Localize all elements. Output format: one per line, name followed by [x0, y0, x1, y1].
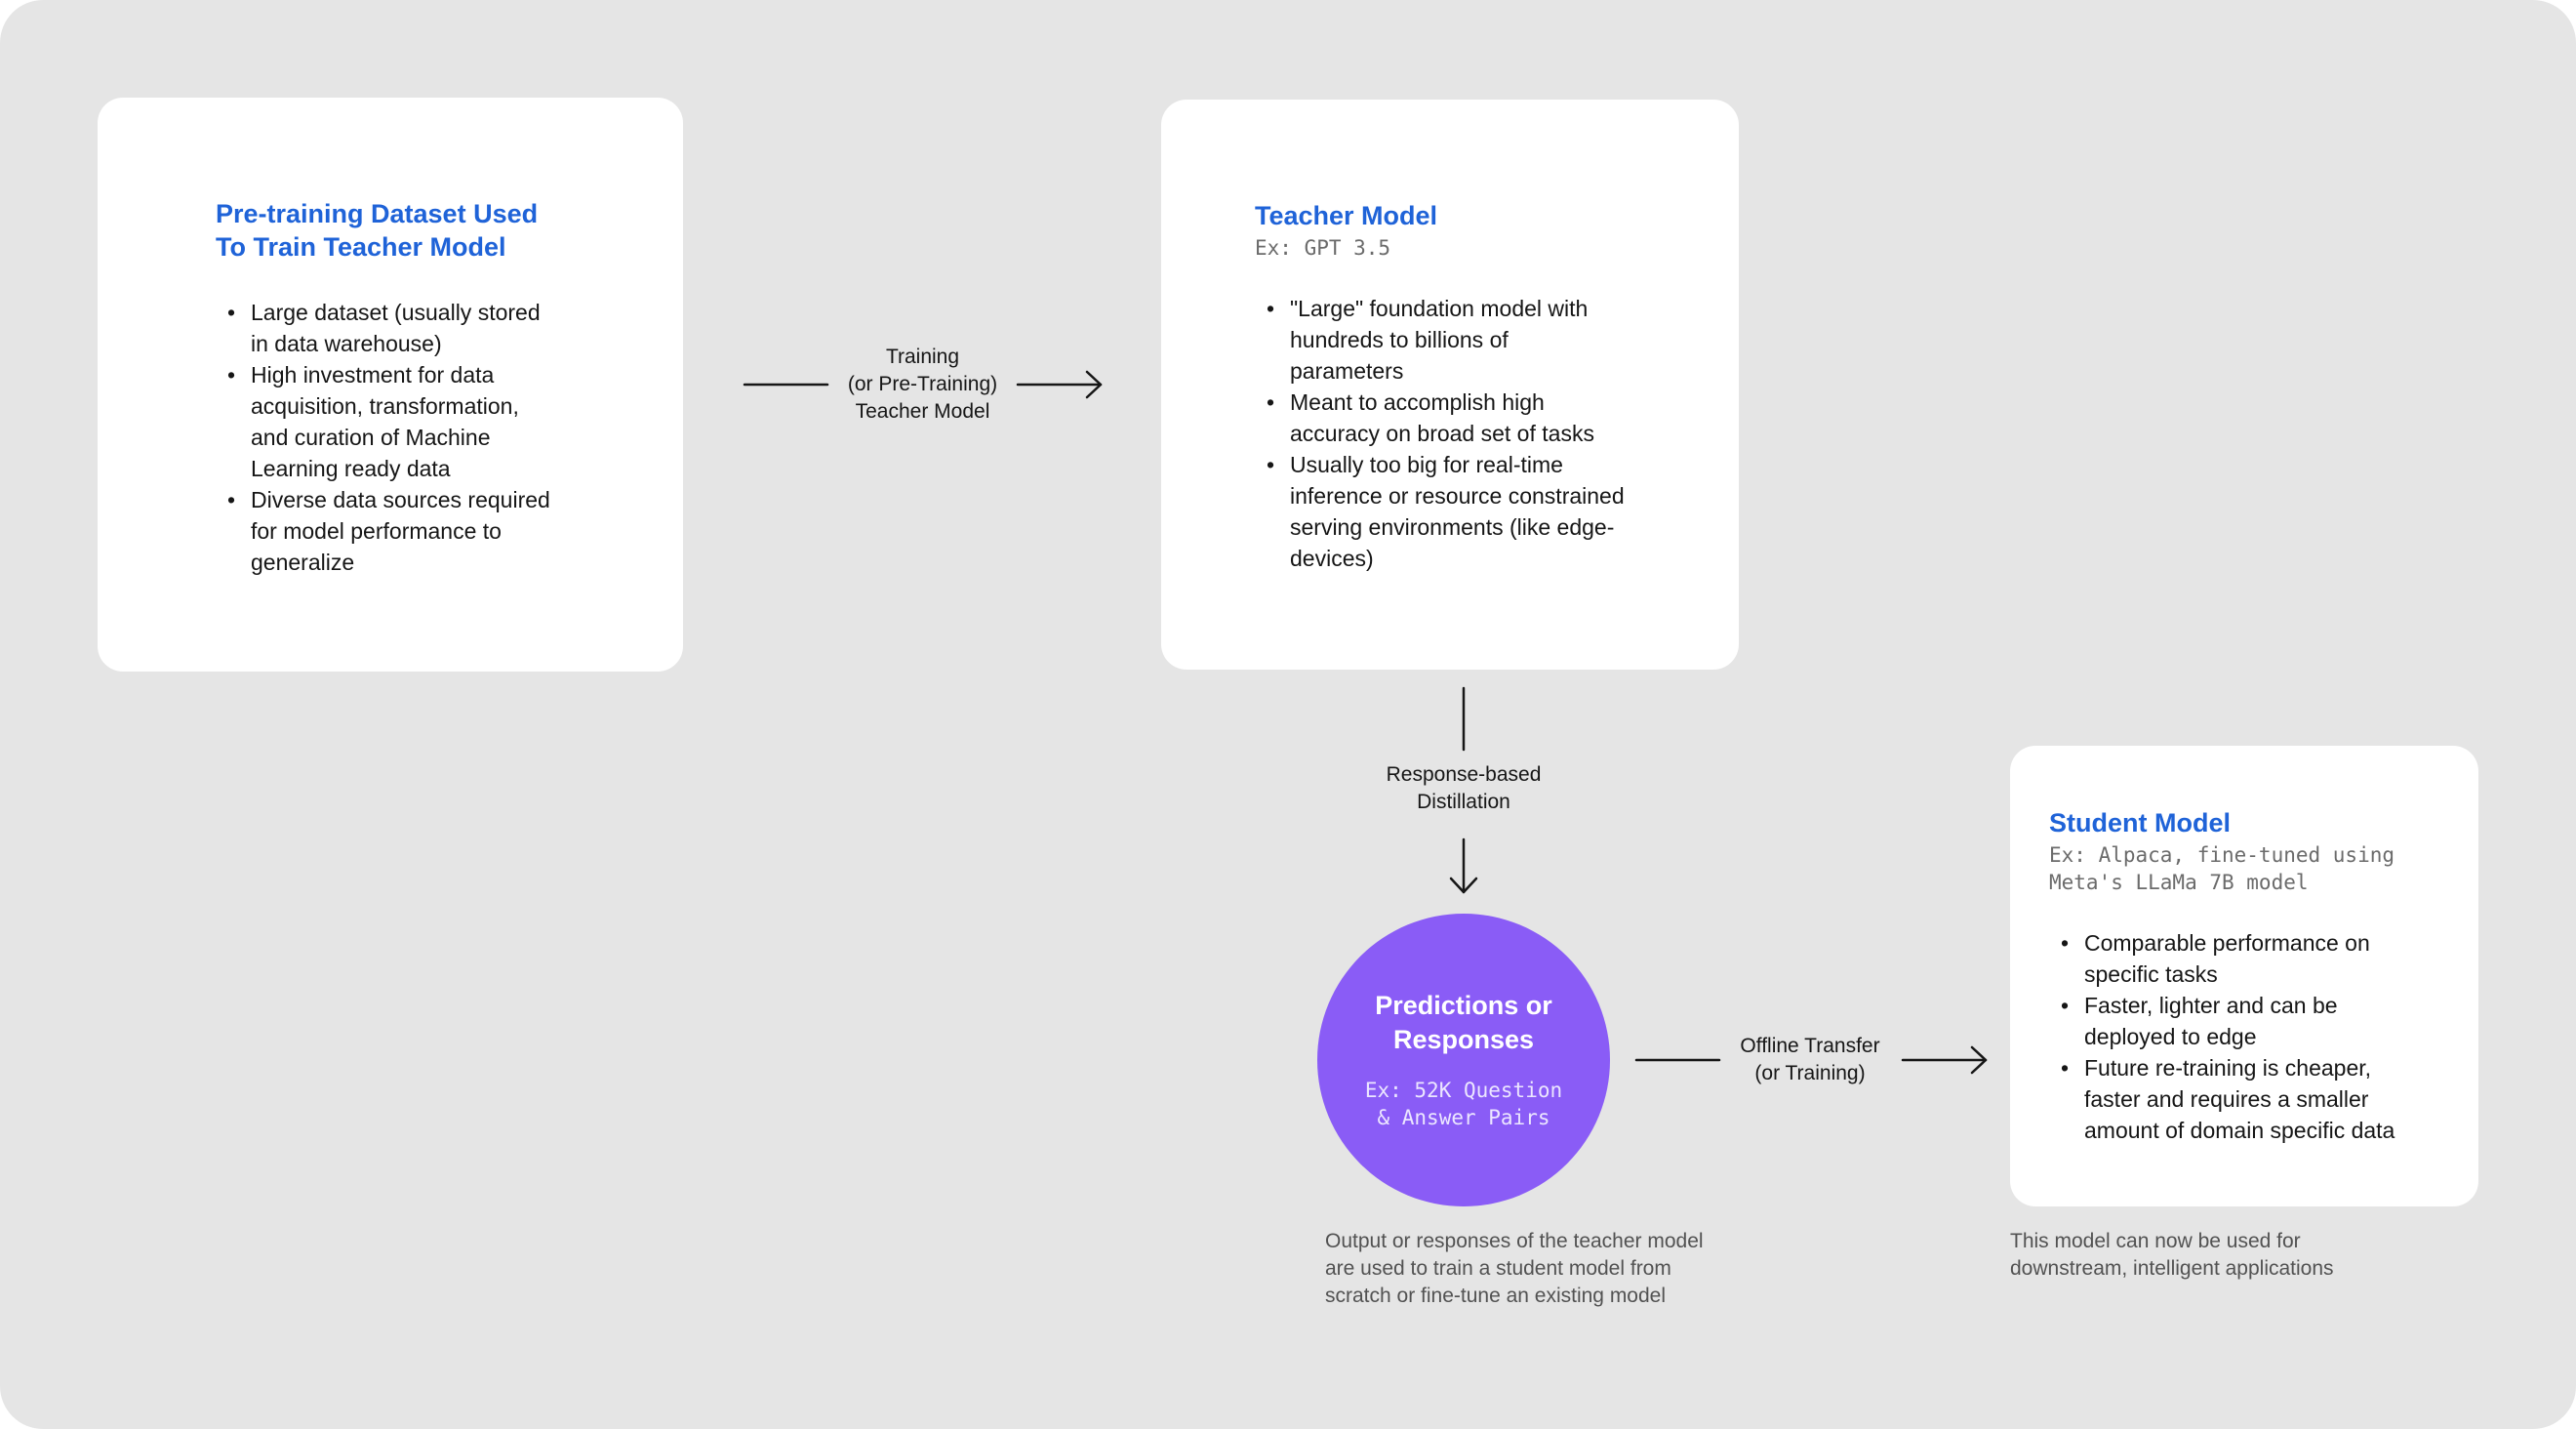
dataset-title-line: To Train Teacher Model: [216, 232, 506, 262]
subtitle-line: Meta's LLaMa 7B model: [2049, 871, 2309, 894]
title-line: Responses: [1392, 1025, 1535, 1054]
caption-line: This model can now be used for: [2010, 1230, 2301, 1252]
label-line: Response-based: [1386, 763, 1542, 786]
dataset-card-title: Pre-training Dataset Used To Train Teach…: [216, 197, 624, 264]
bullet-line: acquisition, transformation,: [251, 393, 519, 419]
bullet-line: for model performance to: [251, 518, 502, 544]
predictions-node-subtitle: Ex: 52K Question & Answer Pairs: [1365, 1077, 1562, 1131]
distillation-arrowhead: [1449, 877, 1478, 894]
teacher-bullet-list: "Large" foundation model with hundreds t…: [1255, 293, 1700, 574]
bullet-line: accuracy on broad set of tasks: [1290, 421, 1594, 446]
bullet-line: parameters: [1290, 358, 1404, 384]
label-line: Distillation: [1417, 791, 1510, 813]
teacher-card-subtitle: Ex: GPT 3.5: [1255, 236, 1391, 260]
teacher-card: Teacher Model Ex: GPT 3.5 "Large" founda…: [1161, 100, 1739, 670]
subtitle-line: Ex: 52K Question: [1364, 1079, 1563, 1102]
bullet-line: and curation of Machine: [251, 425, 491, 450]
bullet-line: Comparable performance on: [2084, 930, 2370, 956]
student-caption: This model can now be used for downstrea…: [2010, 1228, 2478, 1283]
bullet-line: Future re-training is cheaper,: [2084, 1055, 2372, 1081]
label-line: (or Training): [1754, 1062, 1866, 1084]
bullet-line: Faster, lighter and can be: [2084, 993, 2338, 1018]
label-line: Teacher Model: [855, 400, 990, 423]
subtitle-line: Ex: Alpaca, fine-tuned using: [2049, 843, 2395, 867]
teacher-card-title: Teacher Model: [1255, 201, 1438, 230]
teacher-bullet: Meant to accomplish high accuracy on bro…: [1255, 387, 1700, 449]
transfer-arrowhead: [1970, 1045, 1988, 1075]
label-line: Training: [885, 346, 960, 368]
bullet-line: specific tasks: [2084, 961, 2218, 987]
dataset-card: Pre-training Dataset Used To Train Teach…: [98, 98, 683, 672]
bullet-line: Meant to accomplish high: [1290, 389, 1545, 415]
dataset-bullet: High investment for data acquisition, tr…: [216, 359, 624, 484]
bullet-line: in data warehouse): [251, 331, 442, 356]
bullet-line: serving environments (like edge-: [1290, 514, 1615, 540]
subtitle-line: & Answer Pairs: [1377, 1106, 1550, 1129]
dataset-bullet: Large dataset (usually stored in data wa…: [216, 297, 624, 359]
bullet-line: Diverse data sources required: [251, 487, 550, 512]
teacher-bullet: "Large" foundation model with hundreds t…: [1255, 293, 1700, 387]
predictions-caption: Output or responses of the teacher model…: [1325, 1228, 1793, 1310]
training-arrow-label: Training (or Pre-Training) Teacher Model: [823, 344, 1023, 426]
distillation-arrow-label: Response-based Distillation: [1347, 761, 1581, 816]
bullet-line: generalize: [251, 550, 355, 575]
bullet-line: devices): [1290, 546, 1374, 571]
transfer-arrow-label: Offline Transfer (or Training): [1717, 1033, 1903, 1087]
student-card: Student Model Ex: Alpaca, fine-tuned usi…: [2010, 746, 2478, 1206]
bullet-line: faster and requires a smaller: [2084, 1086, 2369, 1112]
caption-line: scratch or fine-tune an existing model: [1325, 1285, 1667, 1307]
bullet-line: High investment for data: [251, 362, 495, 388]
dataset-bullet-list: Large dataset (usually stored in data wa…: [216, 297, 624, 578]
bullet-line: "Large" foundation model with: [1290, 296, 1589, 321]
caption-line: are used to train a student model from: [1325, 1257, 1671, 1280]
student-card-subtitle: Ex: Alpaca, fine-tuned using Meta's LLaM…: [2049, 841, 2459, 896]
student-card-title: Student Model: [2049, 808, 2231, 837]
student-bullet: Faster, lighter and can be deployed to e…: [2049, 990, 2459, 1052]
teacher-bullet: Usually too big for real-time inference …: [1255, 449, 1700, 574]
dataset-bullet: Diverse data sources required for model …: [216, 484, 624, 578]
bullet-line: deployed to edge: [2084, 1024, 2257, 1049]
predictions-node: Predictions or Responses Ex: 52K Questio…: [1317, 914, 1610, 1206]
bullet-line: amount of domain specific data: [2084, 1118, 2395, 1143]
bullet-line: inference or resource constrained: [1290, 483, 1625, 509]
student-bullet: Future re-training is cheaper, faster an…: [2049, 1052, 2459, 1146]
student-bullet: Comparable performance on specific tasks: [2049, 927, 2459, 990]
bullet-line: Usually too big for real-time: [1290, 452, 1563, 477]
title-line: Predictions or: [1375, 991, 1552, 1020]
bullet-line: Learning ready data: [251, 456, 451, 481]
dataset-title-line: Pre-training Dataset Used: [216, 199, 539, 228]
caption-line: downstream, intelligent applications: [2010, 1257, 2334, 1280]
training-arrowhead: [1085, 370, 1103, 399]
bullet-line: hundreds to billions of: [1290, 327, 1509, 352]
predictions-node-title: Predictions or Responses: [1375, 989, 1552, 1057]
student-bullet-list: Comparable performance on specific tasks…: [2049, 927, 2459, 1146]
label-line: Offline Transfer: [1740, 1035, 1880, 1057]
caption-line: Output or responses of the teacher model: [1325, 1230, 1704, 1252]
bullet-line: Large dataset (usually stored: [251, 300, 541, 325]
label-line: (or Pre-Training): [847, 373, 998, 395]
